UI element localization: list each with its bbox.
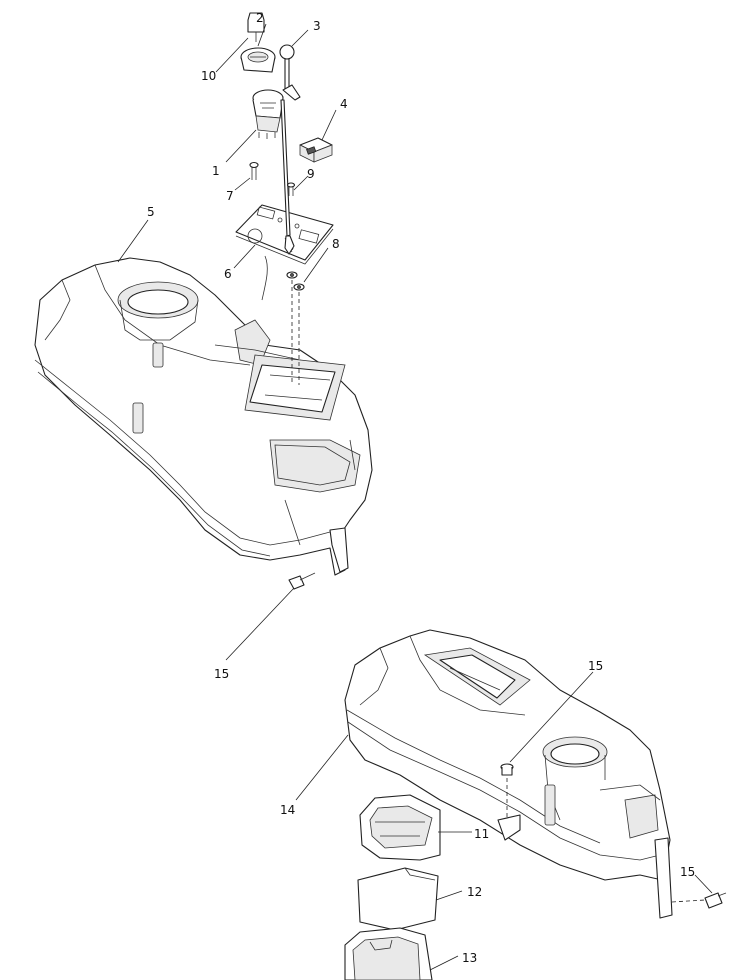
console-panel xyxy=(357,867,439,931)
upper-console-cover xyxy=(34,257,373,576)
callout-14: 14 xyxy=(280,803,295,817)
nut-8 xyxy=(286,271,305,291)
shift-lever xyxy=(279,44,301,255)
screw-15-right xyxy=(704,892,727,909)
callout-15-upper: 15 xyxy=(214,667,229,681)
callout-8: 8 xyxy=(332,237,340,251)
callout-2: 2 xyxy=(256,11,264,25)
callout-15-middle: 15 xyxy=(588,659,603,673)
callout-7: 7 xyxy=(226,189,234,203)
screw-15-middle xyxy=(500,763,514,776)
screw-15-upper xyxy=(288,572,316,590)
callout-6: 6 xyxy=(224,267,232,281)
callout-1: 1 xyxy=(212,164,220,178)
dash-plate xyxy=(235,204,334,301)
callout-10: 10 xyxy=(201,69,216,83)
callout-12: 12 xyxy=(467,885,482,899)
cup-holder-insert xyxy=(359,794,441,861)
lower-console-cover xyxy=(344,629,673,919)
ignition-switch xyxy=(252,89,284,139)
callout-3: 3 xyxy=(313,19,321,33)
rocker-switch xyxy=(299,137,333,163)
callout-15-right: 15 xyxy=(680,865,695,879)
callout-4: 4 xyxy=(340,97,348,111)
callout-13: 13 xyxy=(462,951,477,965)
screw-9 xyxy=(286,182,296,196)
key-switch-knob xyxy=(240,12,276,73)
callout-11: 11 xyxy=(474,827,489,841)
bezel-frame xyxy=(344,927,433,980)
callout-9: 9 xyxy=(307,167,315,181)
screw-7 xyxy=(249,161,259,180)
callout-5: 5 xyxy=(147,205,155,219)
